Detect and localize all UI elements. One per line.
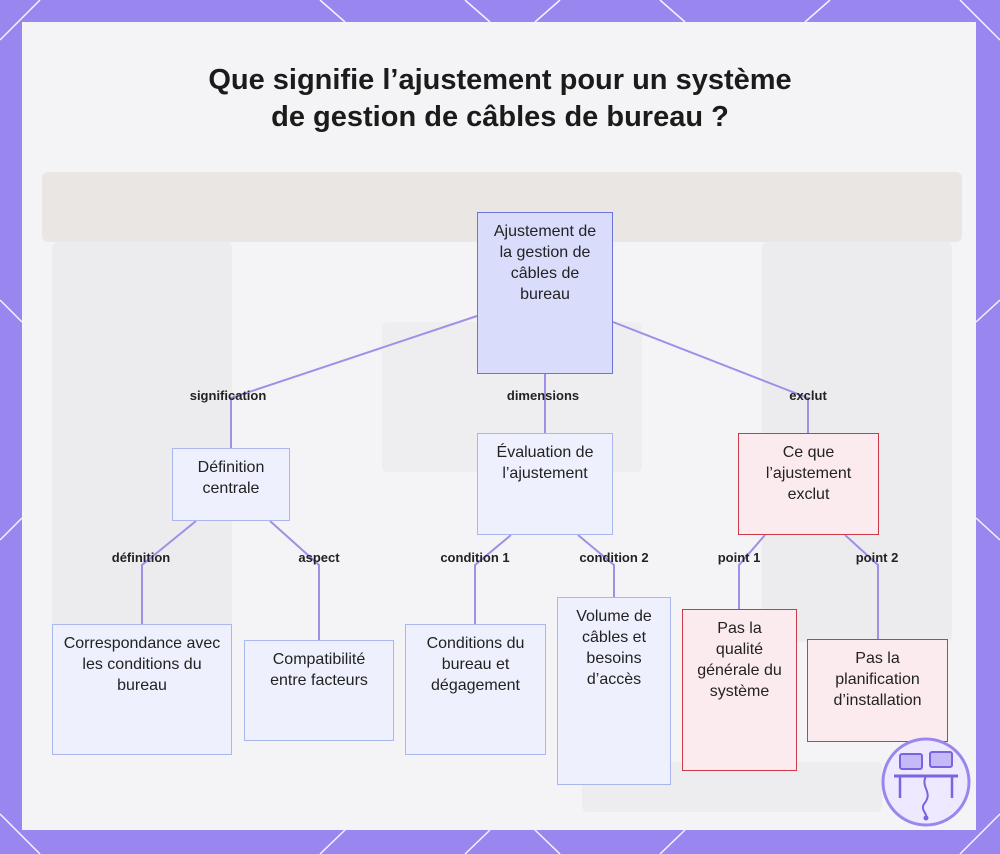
edge-label-condition-1: condition 1: [440, 550, 509, 565]
edge-label-dimensions: dimensions: [507, 388, 579, 403]
edge-label-point-1: point 1: [718, 550, 761, 565]
evaluation-node: Évaluation de l’ajustement: [477, 433, 613, 535]
definition-centrale-node: Définition centrale: [172, 448, 290, 521]
planification-node: Pas la planification d’installation: [807, 639, 948, 742]
page-title: Que signifie l’ajustement pour un systèm…: [200, 62, 800, 136]
correspondance-node: Correspondance avec les conditions du bu…: [52, 624, 232, 755]
edge-label-exclut: exclut: [789, 388, 827, 403]
correspondance-label: Correspondance avec les conditions du bu…: [63, 633, 221, 754]
compatibilite-label: Compatibilité entre facteurs: [255, 649, 383, 740]
qualite-label: Pas la qualité générale du système: [693, 618, 786, 770]
definition-centrale-label: Définition centrale: [183, 457, 279, 520]
qualite-node: Pas la qualité générale du système: [682, 609, 797, 771]
edge-label-definition: définition: [112, 550, 171, 565]
exclusion-node: Ce que l’ajustement exclut: [738, 433, 879, 535]
evaluation-label: Évaluation de l’ajustement: [488, 442, 602, 534]
root-node: Ajustement de la gestion de câbles de bu…: [477, 212, 613, 374]
planification-label: Pas la planification d’installation: [818, 648, 937, 741]
conditions-label: Conditions du bureau et dégagement: [416, 633, 535, 754]
volume-label: Volume de câbles et besoins d’accès: [568, 606, 660, 784]
edge-label-aspect: aspect: [298, 550, 339, 565]
conditions-node: Conditions du bureau et dégagement: [405, 624, 546, 755]
edge-label-point-2: point 2: [856, 550, 899, 565]
volume-node: Volume de câbles et besoins d’accès: [557, 597, 671, 785]
compatibilite-node: Compatibilité entre facteurs: [244, 640, 394, 741]
edge-label-condition-2: condition 2: [579, 550, 648, 565]
exclusion-label: Ce que l’ajustement exclut: [749, 442, 868, 534]
edge-label-signification: signification: [190, 388, 267, 403]
desk-setup-icon: [880, 736, 972, 828]
root-node-label: Ajustement de la gestion de câbles de bu…: [488, 221, 602, 373]
